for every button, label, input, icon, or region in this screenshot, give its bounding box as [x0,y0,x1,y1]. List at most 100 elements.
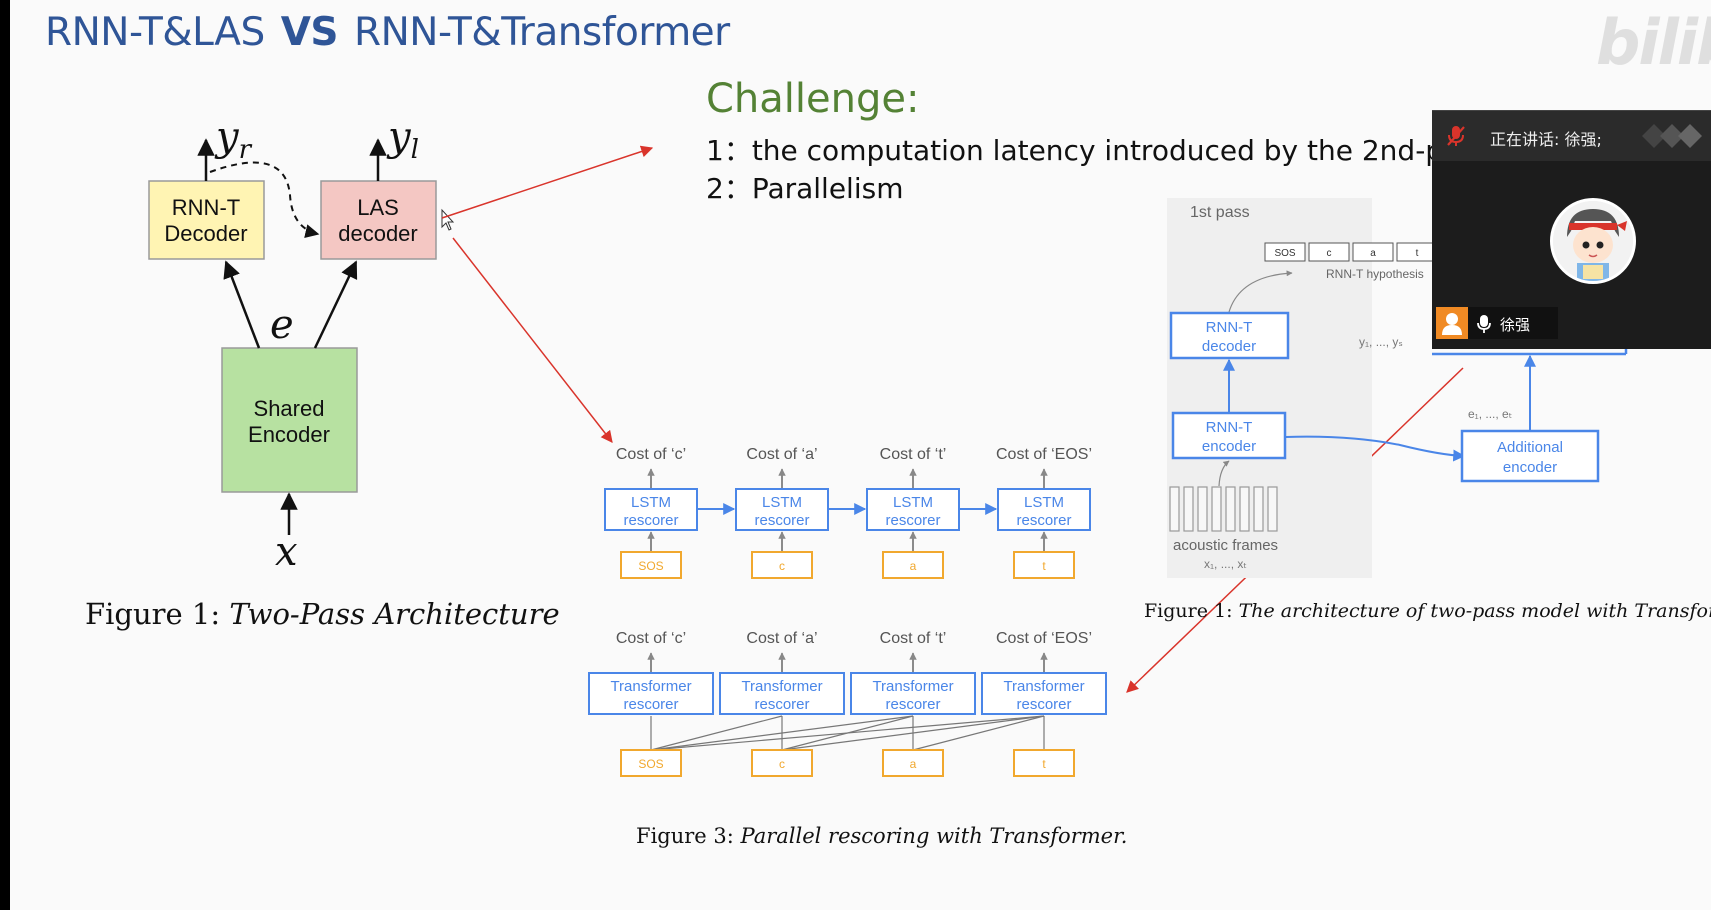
rnnt-decoder-line2: Decoder [164,221,247,246]
label-y-r: yr [214,114,253,165]
lstm-token-box-2 [751,551,813,579]
additional-encoder-line1: Additional [1497,439,1563,456]
frames-to-encoder-arrow [1218,460,1230,487]
challenge-title: Challenge: [706,76,920,122]
acoustic-frames-label: acoustic frames [1173,537,1278,554]
challenge-item-1: 1：the computation latency introduced by … [706,134,1490,167]
title-vs: VS [280,10,339,55]
right-rnnt-encoder-line2: encoder [1202,438,1256,455]
challenge-item-2: 2：Parallelism [706,172,904,205]
hyp-box-sos [1264,242,1306,262]
tf-label-4b: rescorer [1016,696,1071,713]
signal-deco-icon [1642,124,1702,148]
lstm-cost-c: Cost of ‘c’ [616,446,686,463]
tf-token-box-3 [882,749,944,777]
lstm-cost-t: Cost of ‘t’ [880,446,947,463]
slide-title: RNN-T&LAS VS RNN-T&Transformer [45,10,730,55]
lstm-token-c: c [779,559,785,573]
title-part2: RNN-T&Transformer [354,10,730,55]
user-icon [1436,307,1468,339]
avatar[interactable] [1550,198,1636,284]
speaking-indicator-bar: 正在讲话: 徐强; [1432,111,1711,161]
tf-cost-a: Cost of ‘a’ [746,630,817,647]
right-figure-caption: Figure 1: The architecture of two-pass m… [1144,600,1711,622]
attention-connections [650,715,1045,751]
red-arrow-to-challenge [441,145,654,219]
hyp-token-sos: SOS [1274,248,1295,259]
lstm-token-box-3 [882,551,944,579]
tf-label-2b: rescorer [754,696,809,713]
meeting-video-panel[interactable]: 正在讲话: 徐强; [1432,110,1711,349]
lstm-token-t: t [1042,559,1046,573]
lstm-cost-a: Cost of ‘a’ [746,446,817,463]
tf-label-3b: rescorer [885,696,940,713]
right-rnnt-decoder-box [1169,311,1290,360]
shared-encoder-line1: Shared [254,396,325,421]
label-y-l: yl [386,114,419,165]
lstm-label-2b: rescorer [754,512,809,529]
lstm-token-box-1 [620,551,682,579]
dashed-arrow-rnnt-to-las [209,161,320,238]
arrow-enc-rnnt [223,260,261,349]
tf-label-1b: rescorer [623,696,678,713]
shared-encoder-line2: Encoder [248,422,330,447]
lstm-label-3a: LSTM [893,494,933,511]
first-pass-label: 1st pass [1190,204,1250,221]
figure3-caption: Figure 3: Parallel rescoring with Transf… [636,824,1127,848]
hyp-box-c [1308,242,1350,262]
arrow-enc-las [313,260,358,349]
hyp-label: RNN-T hypothesis [1326,267,1424,281]
x-sequence-label: x₁, ..., xₜ [1204,557,1247,571]
tf-token-box-1 [620,749,682,777]
lstm-token-box-4 [1013,551,1075,579]
hyp-token-t: t [1416,248,1419,259]
transformer-rescorer-box-1 [588,672,714,715]
figure-two-pass: RNN-T Decoder LAS decoder Shared Encoder… [85,114,560,631]
lstm-label-1b: rescorer [623,512,678,529]
additional-encoder-box [1460,429,1600,483]
mic-icon [1477,315,1491,333]
lstm-token-sos: SOS [638,559,663,573]
title-part1: RNN-T&LAS [45,10,265,55]
hyp-token-a: a [1370,248,1376,259]
tf-token-a: a [910,757,917,771]
transformer-rescorer-box-4 [981,672,1107,715]
mic-muted-icon[interactable] [1446,124,1466,148]
rnnt-decoder-box [148,180,265,260]
right-rnnt-decoder-line1: RNN-T [1206,319,1253,336]
rnnt-decoder-line1: RNN-T [172,195,240,220]
tf-token-box-4 [1013,749,1075,777]
avatar-cartoon-icon [1553,201,1633,281]
hyp-token-c: c [1327,248,1332,259]
right-rnnt-encoder-line1: RNN-T [1206,419,1253,436]
additional-encoder-line2: encoder [1503,459,1557,476]
tf-label-4a: Transformer [1003,678,1084,695]
transformer-rescorer-box-3 [850,672,976,715]
lstm-cost-eos: Cost of ‘EOS’ [996,446,1092,463]
acoustic-frames-icon [1169,486,1278,532]
tf-token-t: t [1042,757,1046,771]
tf-label-1a: Transformer [610,678,691,695]
figure-two-pass-transformer: 1st pass SOS c a t RNN-T hypothesis RNN-… [1144,198,1711,622]
lstm-rescorer-box-1 [604,488,698,531]
tf-cost-c: Cost of ‘c’ [616,630,686,647]
tf-token-c: c [779,757,785,771]
bilibili-watermark: bilibili [1596,6,1711,79]
las-decoder-line1: LAS [357,195,399,220]
hyp-box-a [1352,242,1394,262]
y-sequence-label: y₁, ..., yₛ [1359,335,1403,349]
decoder-to-hyp-arrow [1228,270,1293,313]
transformer-rescorer-box-2 [719,672,845,715]
tf-token-box-2 [751,749,813,777]
e-sequence-label: e₁, ..., eₜ [1468,407,1512,421]
figure-parallel-rescoring: Cost of ‘c’ Cost of ‘a’ Cost of ‘t’ Cost… [588,446,1127,848]
lstm-token-a: a [910,559,917,573]
label-x: x [275,529,298,575]
lstm-label-1a: LSTM [631,494,671,511]
lstm-label-2a: LSTM [762,494,802,511]
right-rnnt-encoder-box [1171,411,1287,460]
right-rnnt-decoder-line2: decoder [1202,338,1256,355]
lstm-label-4b: rescorer [1016,512,1071,529]
lstm-label-3b: rescorer [885,512,940,529]
tf-label-3a: Transformer [872,678,953,695]
